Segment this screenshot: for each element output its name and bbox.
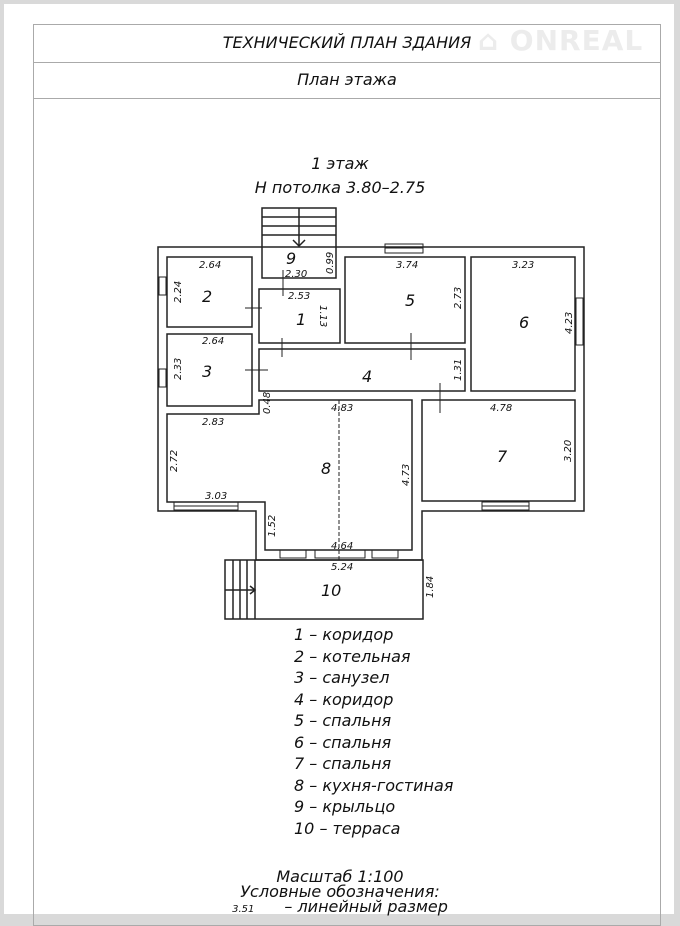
legend-item: 8 – кухня-гостиная (294, 775, 454, 795)
document-title: ТЕХНИЧЕСКИЙ ПЛАН ЗДАНИЯ (33, 24, 661, 63)
room-number: 3 (202, 362, 212, 381)
dimension: 2.73 (453, 287, 464, 309)
legend-item: 5 – спальня (294, 711, 392, 730)
room-2 (166, 256, 253, 328)
room-legend: 1 – коридор 2 – котельная 3 – санузел 4 … (294, 624, 453, 839)
room-number: 8 (321, 459, 331, 478)
room-number: 10 (321, 581, 341, 600)
room-5 (344, 256, 466, 344)
room-8 (166, 399, 413, 551)
ceiling-height: Н потолка 3.80–2.75 (254, 178, 426, 197)
dimension: 2.24 (173, 281, 184, 303)
legend-item: 4 – коридор (294, 689, 394, 709)
door-marks (245, 270, 441, 413)
room-1 (258, 288, 341, 344)
legend-item: 10 – терраса (294, 818, 401, 838)
room-number: 6 (519, 313, 529, 332)
dimension: 2.33 (173, 358, 184, 380)
legend-item: 2 – котельная (294, 646, 411, 666)
dimension: 5.24 (331, 562, 353, 573)
dimension: 2.64 (202, 336, 224, 347)
legend-item: 6 – спальня (294, 732, 392, 752)
room-number: 4 (362, 367, 372, 386)
notation-label: Условные обозначения: (240, 882, 440, 901)
dimension: 4.23 (564, 312, 575, 334)
dimension: 1.31 (453, 359, 464, 381)
room-number: 5 (405, 291, 415, 310)
dimension: 3.20 (563, 440, 574, 462)
legend-item: 3 – санузел (294, 668, 390, 687)
room-6 (470, 256, 576, 392)
dimension: 3.03 (205, 491, 227, 502)
windows (158, 243, 584, 559)
dimension: 0.99 (325, 252, 336, 274)
room-number: 7 (497, 447, 508, 466)
dimension: 2.30 (285, 269, 307, 280)
dimension: 2.72 (169, 450, 180, 472)
dimension: 2.83 (202, 417, 224, 428)
sample-description: – линейный размер (284, 897, 448, 916)
legend-item: 9 – крыльцо (294, 797, 396, 816)
dimension: 4.64 (331, 541, 353, 552)
floor-label: 1 этаж (311, 154, 369, 173)
dimension: 4.73 (401, 464, 412, 486)
room-number: 2 (202, 287, 212, 306)
dimension: 0.48 (262, 392, 273, 414)
dimension: 4.83 (331, 403, 353, 414)
watermark-logo: ⌂ ONREAL (478, 24, 644, 57)
dimension: 3.23 (512, 260, 534, 271)
dimension: 1.52 (267, 515, 278, 537)
dimension: 2.64 (199, 260, 221, 271)
notation-sample: 3.51– линейный размер (0, 899, 680, 917)
room-number: 1 (296, 310, 306, 329)
scale-label: Масштаб 1:100 (276, 867, 404, 886)
room-number: 9 (286, 249, 296, 268)
legend-item: 1 – коридор (294, 625, 394, 644)
dimension: 3.74 (396, 260, 418, 271)
document-sheet (4, 4, 674, 914)
dimension: 1.13 (317, 305, 328, 327)
dimension: 2.53 (288, 291, 310, 302)
room-7 (421, 399, 576, 502)
outer-wall (157, 246, 585, 561)
dimension: 4.78 (490, 403, 512, 414)
dimension: 1.84 (425, 576, 436, 598)
legend-item: 7 – спальня (294, 754, 392, 773)
document-subtitle: План этажа (33, 62, 661, 99)
